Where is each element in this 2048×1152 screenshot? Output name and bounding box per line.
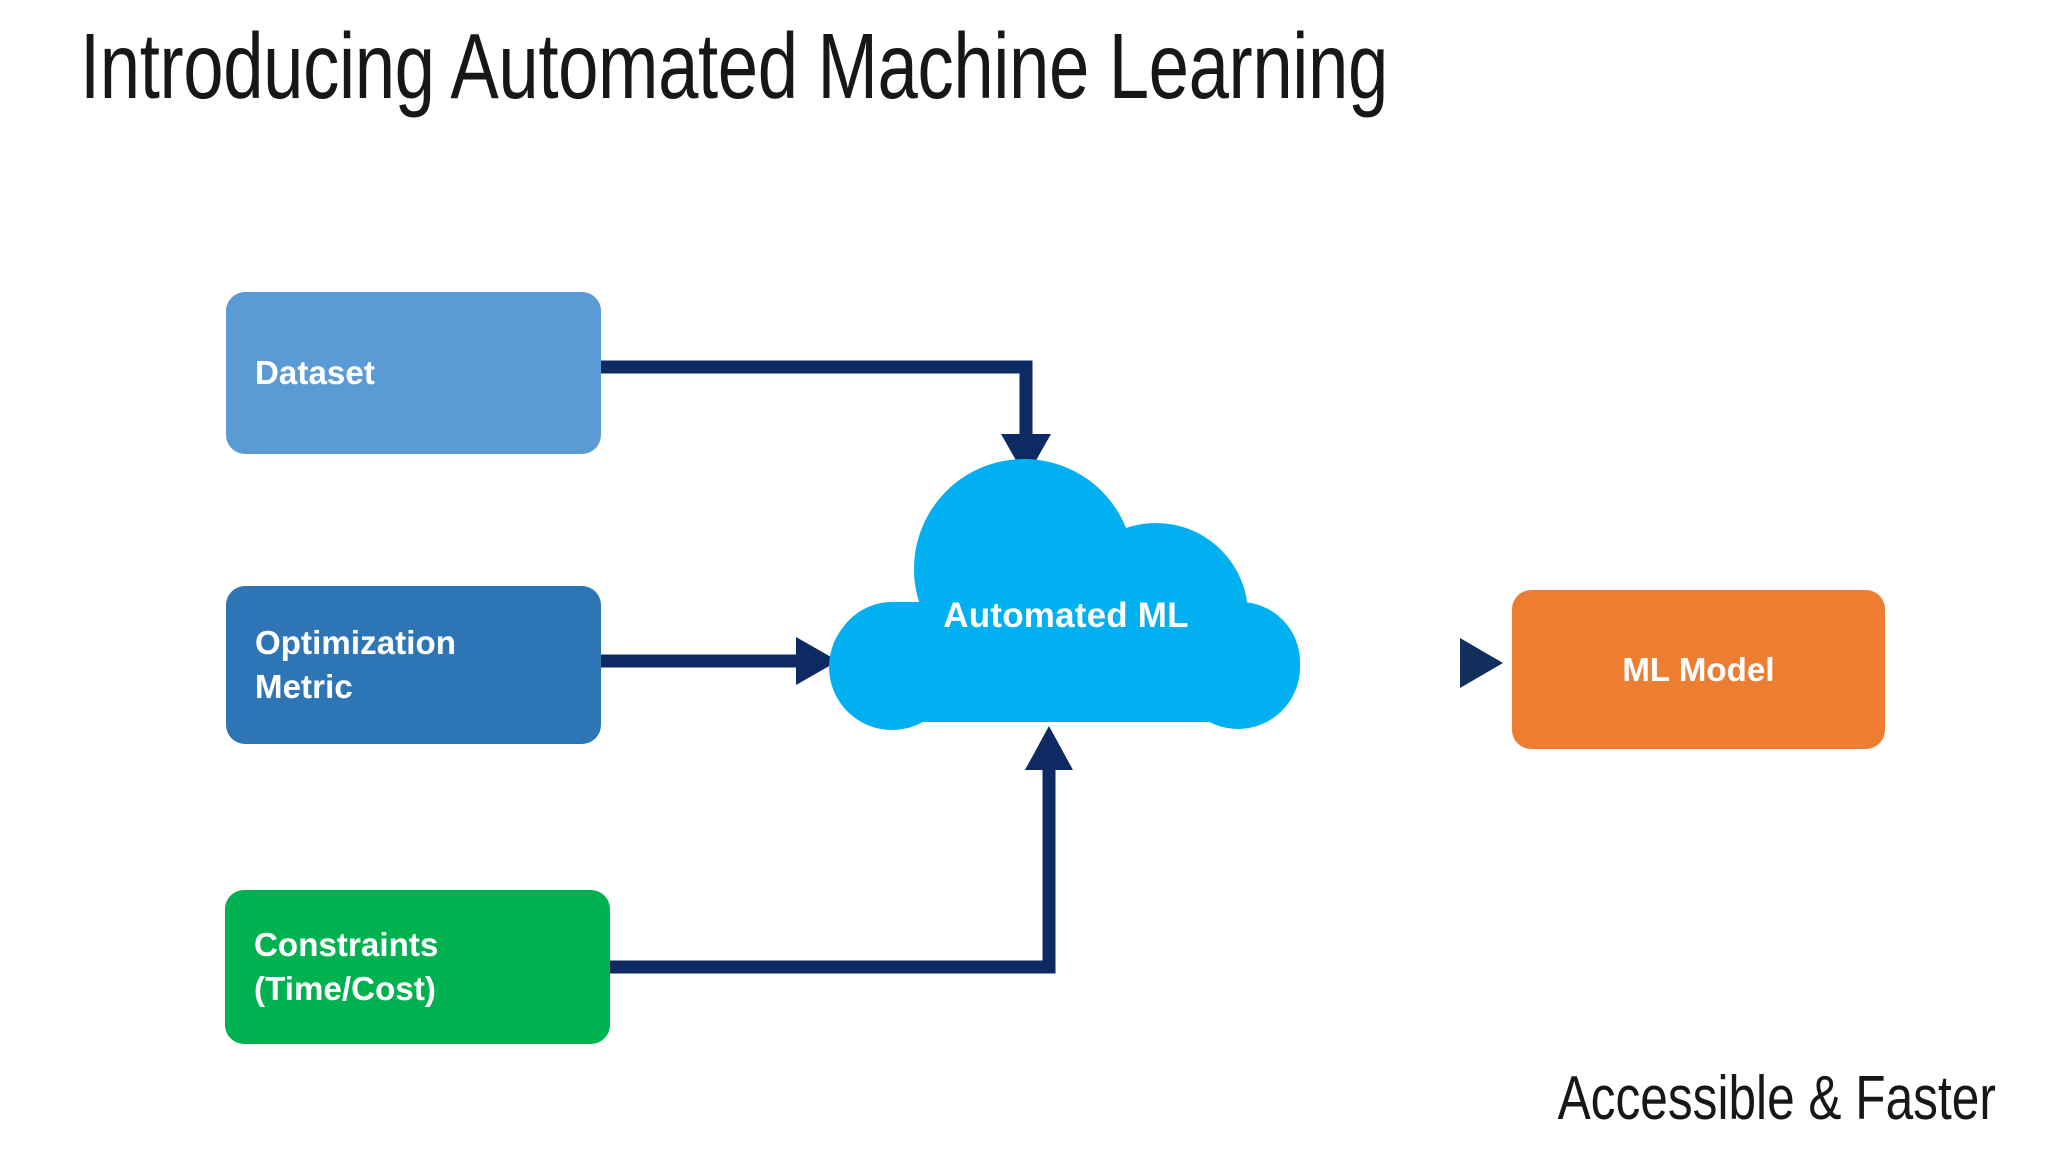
cloud-icon bbox=[829, 459, 1300, 730]
node-dataset-label: Dataset bbox=[255, 354, 375, 392]
node-optimization-metric-label: Optimization Metric bbox=[255, 624, 457, 705]
node-dataset[interactable]: Dataset bbox=[226, 292, 601, 454]
page-title: Introducing Automated Machine Learning bbox=[80, 14, 1388, 118]
node-optimization-metric[interactable]: Optimization Metric bbox=[226, 586, 601, 744]
arrow-constraints-to-automated-ml bbox=[608, 726, 1073, 974]
node-ml-model-label: ML Model bbox=[1622, 650, 1775, 688]
slide-caption: Accessible & Faster bbox=[1557, 1064, 1996, 1133]
arrow-automated-ml-to-ml-model bbox=[1294, 638, 1503, 688]
node-automated-ml[interactable]: Automated ML bbox=[826, 452, 1306, 737]
node-constraints[interactable]: Constraints (Time/Cost) bbox=[225, 890, 610, 1044]
node-constraints-label: Constraints (Time/Cost) bbox=[254, 926, 439, 1007]
arrow-optimization-metric-to-automated-ml bbox=[598, 637, 838, 685]
node-ml-model[interactable]: ML Model bbox=[1512, 590, 1885, 749]
